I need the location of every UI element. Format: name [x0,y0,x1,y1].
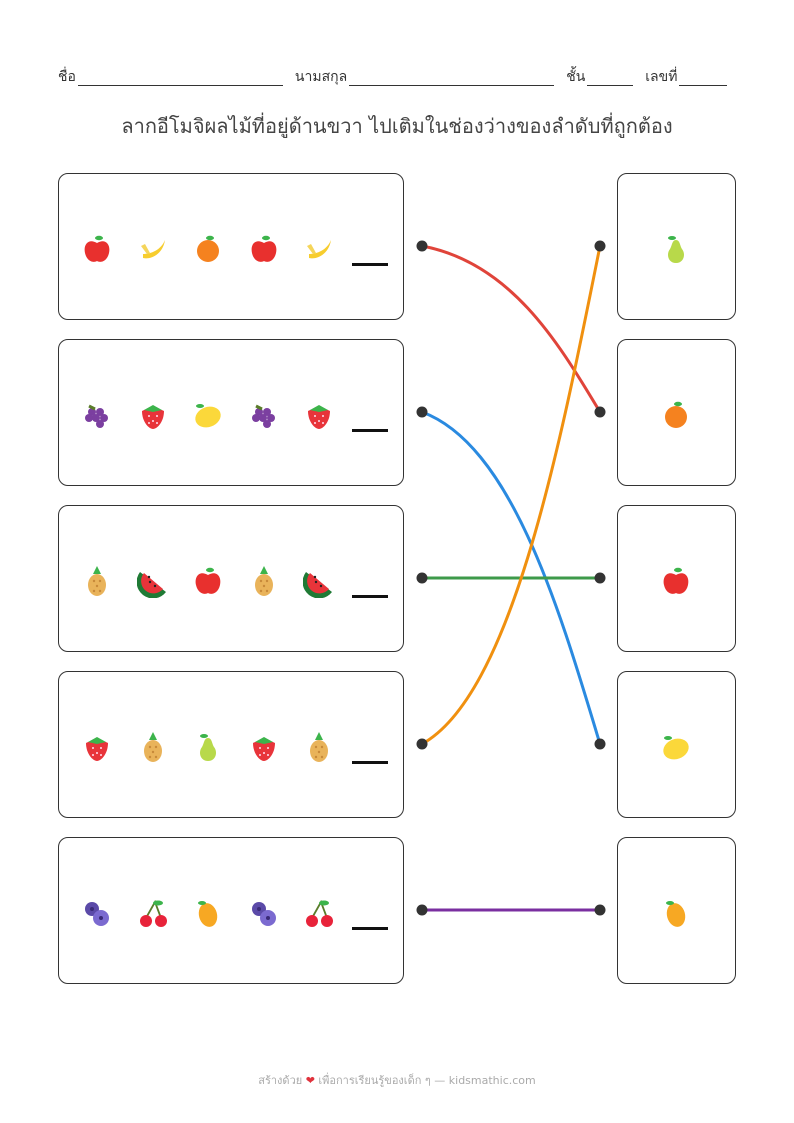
grapes-icon [85,404,108,428]
answer-option-box[interactable] [617,173,736,320]
strawberry-icon [252,737,275,761]
pineapple-icon [310,732,328,762]
right-dot[interactable] [594,738,606,750]
left-dot[interactable] [416,572,428,584]
apple-icon [663,567,689,594]
right-dot[interactable] [594,572,606,584]
right-dot[interactable] [594,904,606,916]
left-dot[interactable] [416,904,428,916]
strawberry-icon [308,405,330,429]
apple-icon [84,235,110,262]
sequence-box [58,671,404,818]
lemon-icon [195,404,221,428]
answer-option-box[interactable] [617,671,736,818]
answer-blank[interactable] [352,761,388,764]
apple-icon [251,235,276,262]
cherries-icon [139,899,167,927]
answer-blank[interactable] [352,927,388,930]
sequence-box [58,505,404,652]
answer-option-box[interactable] [617,837,736,984]
strawberry-icon [141,405,164,429]
footer-made-with: สร้างด้วย [258,1074,303,1087]
sequence-box [58,173,404,320]
answer-blank[interactable] [352,429,388,432]
surname-label: นามสกุล [294,69,348,85]
footer: สร้างด้วย ❤ เพื่อการเรียนรู้ของเด็ก ๆ — … [0,1071,794,1089]
blueberries-icon [251,902,276,926]
lemon-icon [663,736,689,760]
grapes-icon [251,404,275,428]
left-dot[interactable] [416,406,428,418]
sequence-box [58,837,404,984]
pineapple-icon [254,566,273,596]
student-info-header: ชื่อ นามสกุล ชั้น เลขที่ [58,66,748,88]
connection-line [421,244,602,413]
cherries-icon [306,899,333,927]
pear-icon [200,734,216,761]
name-field[interactable] [77,71,283,86]
banana-icon [140,240,165,259]
orange-icon [197,235,219,262]
mango-icon [198,901,218,927]
answer-blank[interactable] [352,263,388,266]
watermelon-icon [136,572,166,598]
sequence-box [58,339,404,486]
answer-blank[interactable] [352,595,388,598]
orange-icon [665,401,687,428]
surname-field[interactable] [349,71,555,86]
number-field[interactable] [679,71,728,86]
apple-icon [195,567,221,594]
pear-icon [668,236,684,263]
class-label: ชั้น [566,69,586,85]
answer-option-box[interactable] [617,339,736,486]
pineapple-icon [143,732,162,762]
strawberry-icon [86,737,108,761]
blueberries-icon [85,902,109,926]
number-label: เลขที่ [645,69,678,85]
connection-line [421,410,602,745]
heart-icon: ❤ [305,1074,315,1087]
banana-icon [307,240,331,259]
instruction-title: ลากอีโมจิผลไม้ที่อยู่ด้านขวา ไปเติมในช่อ… [121,114,673,138]
right-dot[interactable] [594,240,606,252]
answer-option-box[interactable] [617,505,736,652]
connection-line [421,245,602,746]
watermelon-icon [303,572,332,598]
class-field[interactable] [587,71,634,86]
footer-text: เพื่อการเรียนรู้ของเด็ก ๆ — kidsmathic.c… [318,1074,536,1087]
right-dot[interactable] [594,406,606,418]
name-label: ชื่อ [58,69,76,85]
left-dot[interactable] [416,738,428,750]
left-dot[interactable] [416,240,428,252]
pineapple-icon [88,566,106,596]
mango-icon [666,901,686,927]
